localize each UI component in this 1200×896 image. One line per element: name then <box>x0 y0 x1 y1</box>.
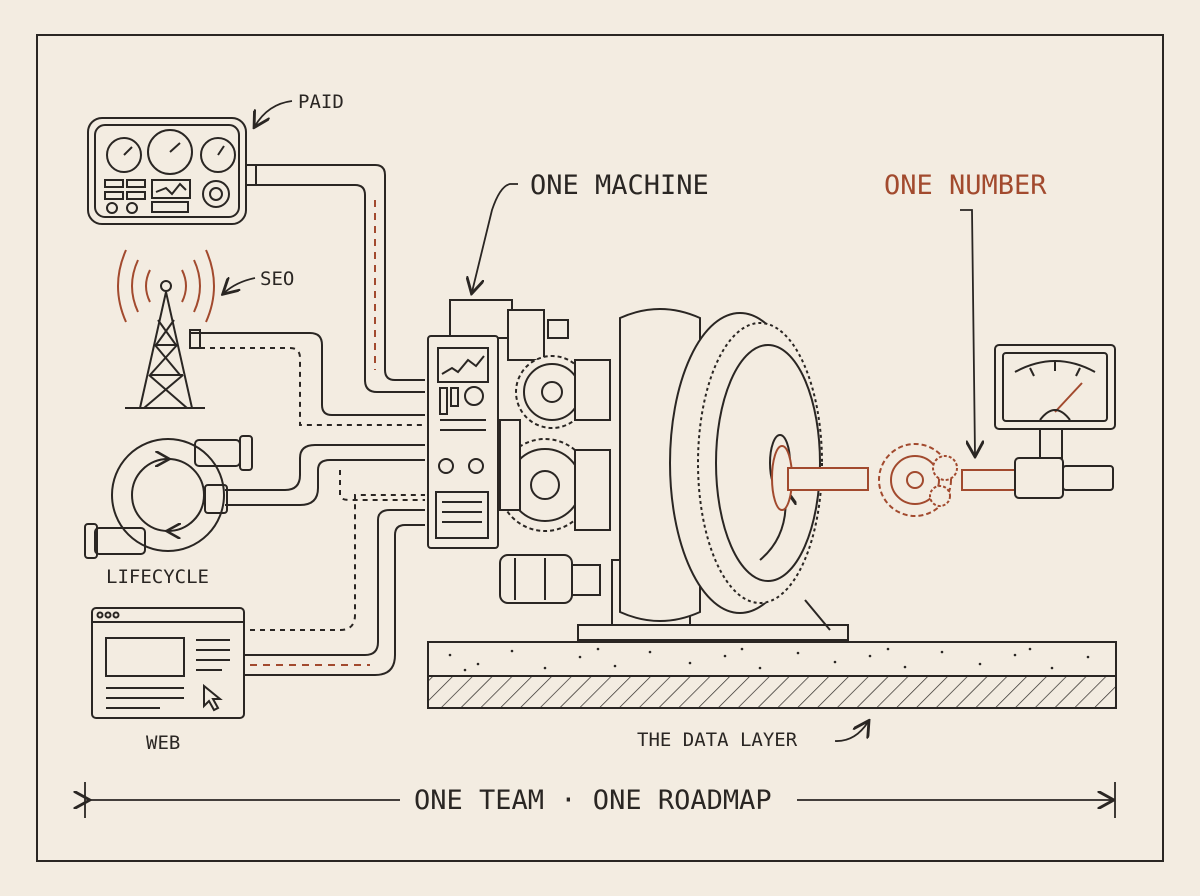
outer-frame <box>36 34 1164 862</box>
label-paid: PAID <box>298 91 344 113</box>
label-web: WEB <box>146 732 181 754</box>
machine-cabinet <box>427 299 569 549</box>
label-data-layer: THE DATA LAYER <box>637 729 798 751</box>
output-shaft <box>771 443 1018 517</box>
footer-dimension-line <box>85 782 1116 818</box>
label-seo: SEO <box>260 268 295 290</box>
browser-window-icon <box>91 607 245 719</box>
label-lifecycle: LIFECYCLE <box>106 566 209 588</box>
radio-tower-icon <box>117 249 215 409</box>
data-layer-platform <box>427 641 1117 709</box>
cycle-pump-icon <box>84 435 253 559</box>
dashboard-icon <box>87 117 257 225</box>
label-footer: ONE TEAM · ONE ROADMAP <box>414 785 772 816</box>
gauge-icon <box>994 344 1116 430</box>
speckle-texture <box>448 647 1090 672</box>
gear-icon <box>498 355 611 604</box>
output-coupling <box>1014 427 1114 499</box>
label-one-machine: ONE MACHINE <box>530 170 709 201</box>
leader-arrows <box>224 100 975 742</box>
flywheel-icon <box>577 308 849 641</box>
label-one-number: ONE NUMBER <box>884 170 1047 201</box>
input-pipes <box>190 164 425 676</box>
